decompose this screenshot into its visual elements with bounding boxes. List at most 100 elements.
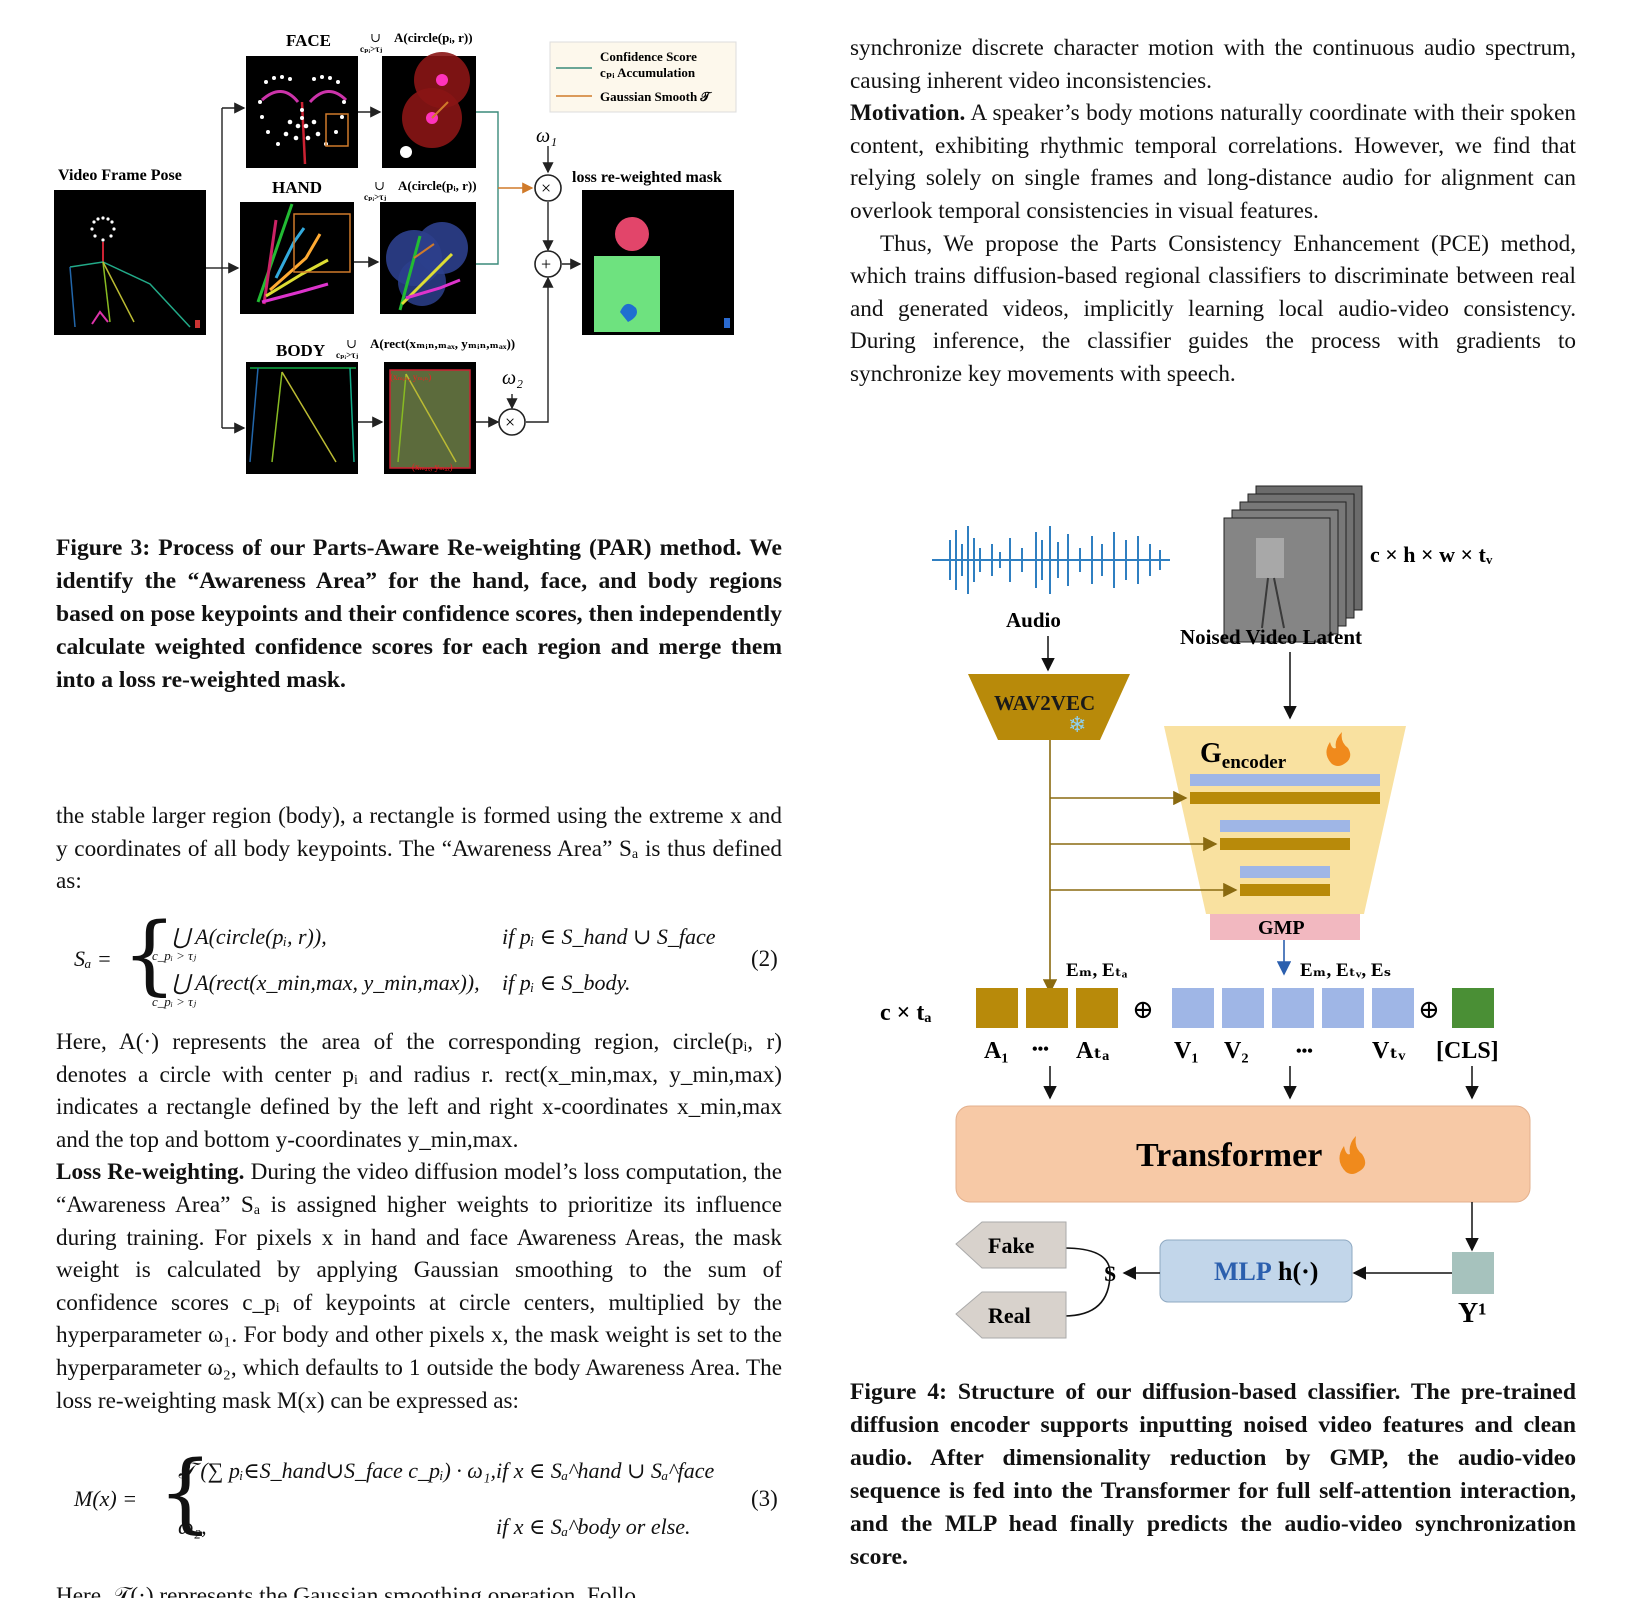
motivation-heading: Motivation. <box>850 100 966 127</box>
right-paragraph-2: Motivation. A speaker’s body motions nat… <box>850 97 1576 227</box>
left-paragraph-1: the stable larger region (body), a recta… <box>56 803 782 895</box>
face-formula: A(circle(pᵢ, r)) <box>394 30 473 45</box>
token-cls: [CLS] <box>1436 1038 1499 1064</box>
eq3-number: (3) <box>751 1486 778 1511</box>
token-v2: V₂ <box>1224 1038 1249 1064</box>
video-frame-pose-image <box>54 190 206 335</box>
eq2-line1-sub: c_pᵢ > τⱼ <box>152 948 197 963</box>
video-dims-label: c × h × w × tᵥ <box>1370 542 1493 567</box>
right-column: synchronize discrete character motion wi… <box>850 32 1576 391</box>
gencoder-label: Gencoder <box>1200 738 1287 773</box>
flame-icon-2 <box>1339 1136 1366 1174</box>
face-awareness-image <box>382 52 476 168</box>
left-column: the stable larger region (body), a recta… <box>56 800 782 898</box>
left-cutoff-text: Here, 𝒯(·) represents the Gaussian smoot… <box>56 1583 636 1598</box>
hand-keypoints-image <box>240 202 354 314</box>
eq2-line2-sub: c_pᵢ > τⱼ <box>152 994 197 1009</box>
multiply-node-2: × <box>498 408 526 436</box>
eq2-number: (2) <box>751 946 778 971</box>
em-eta-label: Eₘ, Eₜₐ <box>1066 960 1128 981</box>
token-vtv: Vₜᵥ <box>1372 1038 1406 1064</box>
right-paragraph-3: Thus, We propose the Parts Consistency E… <box>850 230 1576 387</box>
mlp-label: MLP <box>1214 1257 1272 1286</box>
face-union-symbol: ∪ <box>370 30 381 45</box>
equation-2: Sₐ = { ⋃ A(circle(pᵢ, r)), c_pᵢ > τⱼ if … <box>56 912 782 1012</box>
face-keypoints-image <box>246 56 358 168</box>
body-awareness-image: (xₘᵢₙ, yₘᵢₙ) (xₘₐₓ, yₘₐₓ) <box>384 362 476 474</box>
eq3-line2: ω₂, <box>178 1514 207 1539</box>
eq2-line2-cond: if pᵢ ∈ S_body. <box>502 970 631 995</box>
eq2-lhs: Sₐ = <box>74 946 112 971</box>
hand-label: HAND <box>272 178 322 197</box>
concat-icon-1: ⊕ <box>1132 995 1154 1024</box>
loss-mask-label: loss re-weighted mask <box>572 169 722 186</box>
noised-video-latent-label: Noised Video Latent <box>1180 625 1362 649</box>
figure-3-caption: Figure 3: Process of our Parts-Aware Re-… <box>56 532 782 697</box>
y1-token <box>1452 1252 1494 1294</box>
token-arrows <box>1043 1066 1479 1100</box>
token-ata: Aₜₐ <box>1076 1038 1109 1064</box>
wav2vec-label: WAV2VEC <box>994 691 1095 715</box>
c-ta-label: c × tₐ <box>880 1000 931 1026</box>
cls-token <box>1452 988 1494 1028</box>
transformer-label: Transformer <box>1136 1137 1322 1174</box>
body-union-symbol: ∪ <box>346 336 357 351</box>
legend-gaussian: Gaussian Smooth 𝒯 <box>600 89 712 104</box>
fake-label: Fake <box>988 1233 1035 1258</box>
token-v1: V₁ <box>1174 1038 1199 1064</box>
token-dots-2: ••• <box>1296 1043 1313 1060</box>
figure-3: FACE HAND BODY Video Frame Pose loss re-… <box>54 30 737 474</box>
fig3-connectors <box>206 102 582 434</box>
left-paragraph-2: Here, A(·) represents the area of the co… <box>56 1029 782 1153</box>
equation-3: M(x) = { 𝒯 (∑ pᵢ∈S_hand∪S_face c_pᵢ) · ω… <box>56 1448 782 1548</box>
s-split-curve <box>1063 1247 1111 1317</box>
eq2-brace: { <box>122 905 177 1005</box>
loss-mask-image <box>582 190 734 335</box>
hand-awareness-image <box>380 202 476 314</box>
svg-text:+: + <box>541 254 551 274</box>
legend-accumulation: cₚᵢ Accumulation <box>600 65 696 80</box>
audio-waveform <box>932 526 1170 594</box>
transformer-block: Transformer <box>955 1105 1531 1203</box>
multiply-node-1: × <box>534 174 562 202</box>
figure-4-caption-text: Figure 4: Structure of our diffusion-bas… <box>850 1379 1576 1570</box>
fake-output: Fake <box>955 1221 1067 1269</box>
concat-icon-2: ⊕ <box>1418 995 1440 1024</box>
body-keypoints-image <box>246 362 358 474</box>
eq3-brace: { <box>158 1443 213 1543</box>
left-paragraph-3-body: During the video diffusion model’s loss … <box>56 1159 782 1414</box>
eq3-lhs: M(x) = <box>74 1486 138 1511</box>
legend: Confidence Score cₚᵢ Accumulation Gaussi… <box>549 41 737 113</box>
eq2-line1-cond: if pᵢ ∈ S_hand ∪ S_face <box>502 924 716 949</box>
mlp-fn-label: h(·) <box>1278 1257 1318 1286</box>
figure-4-caption: Figure 4: Structure of our diffusion-bas… <box>850 1376 1576 1574</box>
omega2-label: ω₂ <box>502 367 523 389</box>
real-label: Real <box>988 1303 1031 1328</box>
hand-formula: A(circle(pᵢ, r)) <box>398 178 477 193</box>
add-node: + <box>534 250 562 278</box>
right-paragraph-2-body: A speaker’s body motions naturally coord… <box>850 100 1576 224</box>
flame-icon <box>1326 732 1351 766</box>
legend-title: Confidence Score <box>600 49 697 64</box>
svg-text:×: × <box>541 178 551 198</box>
face-union-sub: cₚᵢ>τⱼ <box>360 44 382 54</box>
video-tokens <box>1172 988 1414 1028</box>
video-frame-pose-label: Video Frame Pose <box>58 167 182 184</box>
audio-label: Audio <box>1006 608 1061 632</box>
body-label: BODY <box>276 341 325 360</box>
svg-text:×: × <box>505 412 515 432</box>
body-union-sub: cₚᵢ>τⱼ <box>336 350 358 360</box>
gencoder-subscript: encoder <box>1222 752 1287 773</box>
body-box-bottom-label: (xₘₐₓ, yₘₐₓ) <box>412 462 453 472</box>
left-column-lower: Here, A(·) represents the area of the co… <box>56 1026 802 1417</box>
eq3-line1-cond: if x ∈ Sₐ^hand ∪ Sₐ^face <box>496 1458 715 1483</box>
gencoder-main: G <box>1200 738 1222 769</box>
figure-3-caption-text: Figure 3: Process of our Parts-Aware Re-… <box>56 535 782 693</box>
face-label: FACE <box>286 31 331 50</box>
em-etv-es-label: Eₘ, Eₜᵥ, Eₛ <box>1300 960 1391 981</box>
hand-union-sub: cₚᵢ>τⱼ <box>364 192 386 202</box>
gmp-block: GMP <box>1210 914 1360 940</box>
figure-4: Audio c × h × w × tᵥ Noised Video Latent… <box>880 485 1531 1339</box>
mlp-block: MLP h(·) <box>1159 1239 1353 1303</box>
audio-tokens <box>976 988 1118 1028</box>
